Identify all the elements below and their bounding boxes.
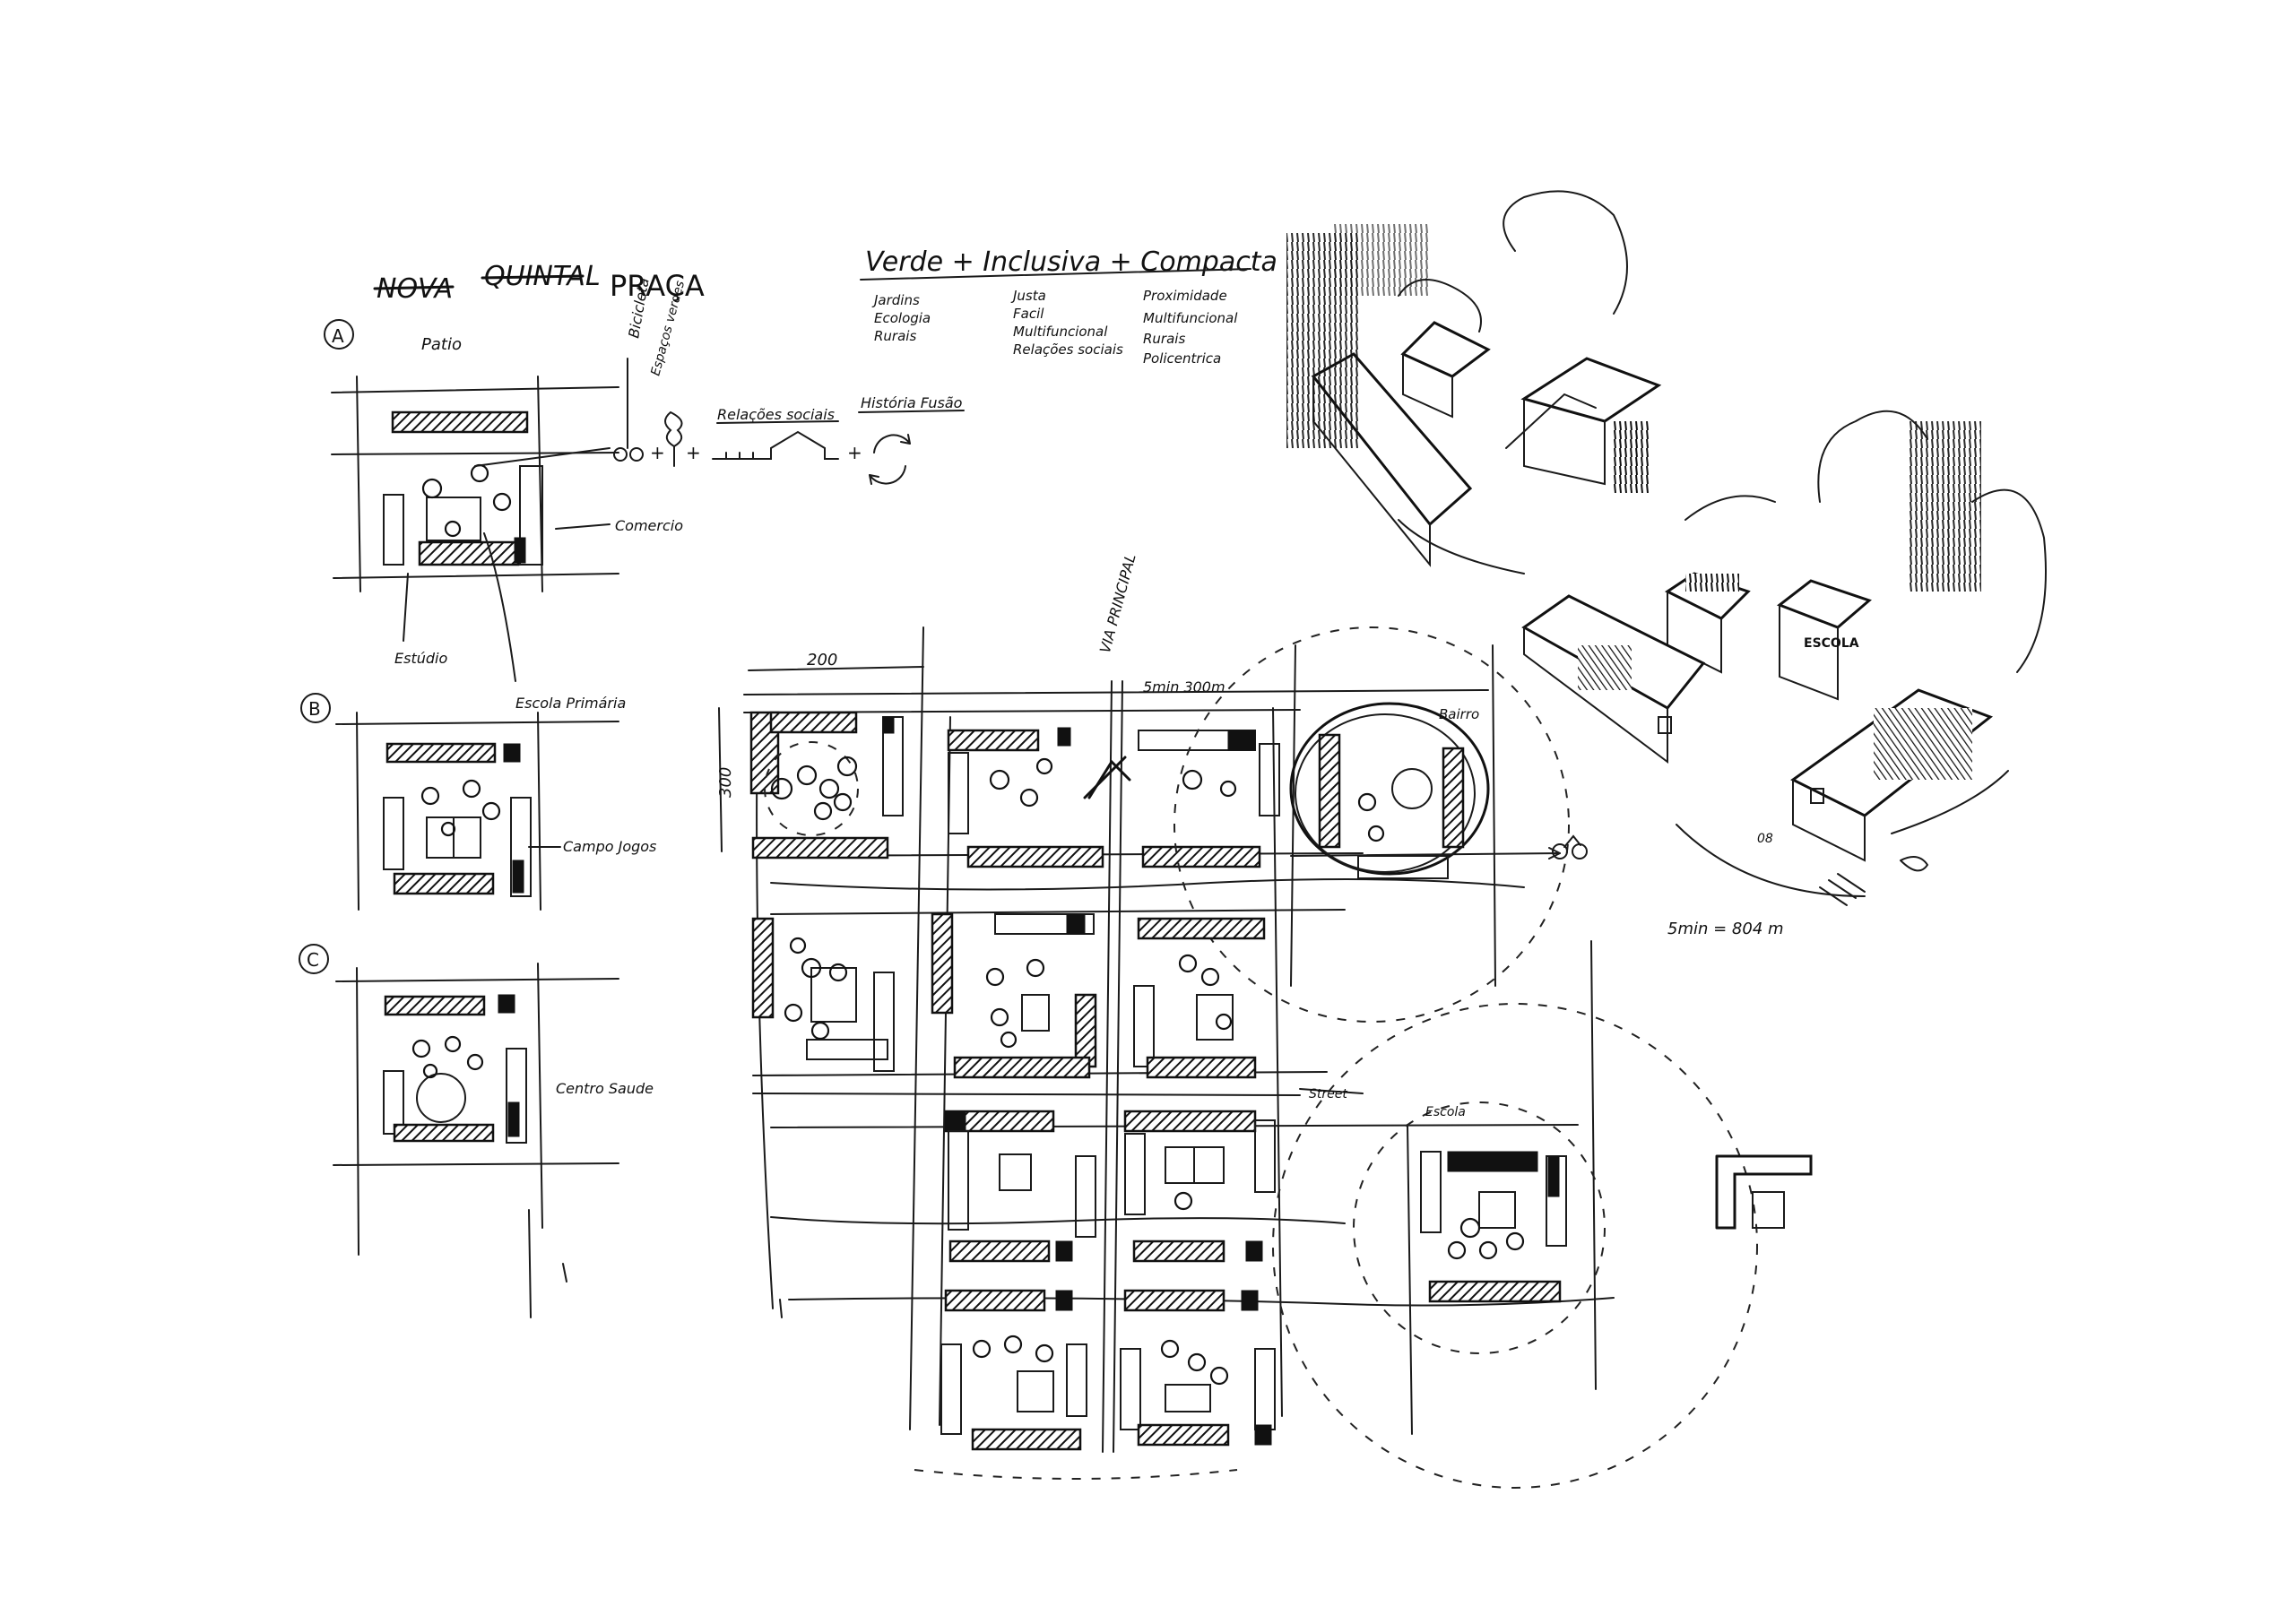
label-escola-block: Escola: [1425, 1105, 1466, 1119]
diagram-a-marker: A: [332, 325, 344, 347]
title-praca: PRAÇA: [610, 269, 705, 303]
perspective-top: [1286, 190, 1662, 574]
concept-col2-1: Facil: [1013, 306, 1044, 322]
dim-200: 200: [807, 651, 837, 669]
svg-text:+: +: [650, 442, 665, 463]
concept-col3-3: Policentrica: [1143, 350, 1221, 367]
label-5min-804: 5min = 804 m: [1667, 920, 1784, 938]
label-escola-perspective: ESCOLA: [1804, 636, 1859, 651]
diagram-b-marker: B: [308, 698, 321, 720]
label-comercio: Comercio: [615, 517, 683, 534]
title-group: NOVA QUINTAL PRAÇA: [373, 261, 705, 305]
masterplan: 200 300 VIA PRINCIPAL 5min 300m: [716, 552, 1813, 1489]
label-bairro: Bairro: [1439, 706, 1479, 722]
concept-col1-0: Jardins: [871, 292, 920, 308]
concept-col1-2: Rurais: [874, 328, 916, 344]
concept-col3-0: Proximidade: [1143, 288, 1227, 304]
diagram-c: C Centro Saude: [299, 944, 654, 1256]
label-relacoes: Relações sociais: [717, 406, 835, 423]
label-centro-saude: Centro Saude: [556, 1080, 654, 1097]
concept-col2-2: Multifuncional: [1013, 324, 1108, 340]
label-campo-jogos: Campo Jogos: [563, 838, 656, 855]
svg-text:+: +: [686, 442, 701, 463]
concept-heading: Verde + Inclusiva + Compacta: [865, 246, 1277, 278]
svg-text:+: +: [847, 442, 862, 463]
diagram-a: A Patio Comercio Estúdio Bicicleta Espaç…: [324, 277, 965, 682]
concept-col3-1: Multifuncional: [1143, 310, 1238, 326]
dim-300: 300: [716, 767, 735, 798]
concept-col2-3: Relações sociais: [1013, 341, 1123, 358]
label-08: 08: [1757, 832, 1773, 846]
diagram-c-marker: C: [307, 949, 319, 971]
concept-col1-1: Ecologia: [874, 310, 931, 326]
label-street: Street: [1309, 1087, 1347, 1101]
label-patio: Patio: [421, 335, 462, 354]
perspective-right: ESCOLA 08: [1521, 410, 2047, 906]
diagram-b: B Escola Primária Campo Jogos: [300, 693, 656, 911]
label-via-principal: VIA PRINCIPAL: [1096, 552, 1139, 655]
label-historia: História Fusão: [861, 394, 963, 411]
label-escola-primaria: Escola Primária: [515, 695, 626, 712]
concept-col2-0: Justa: [1010, 288, 1046, 304]
label-estudio: Estúdio: [394, 650, 447, 667]
concept-block: Verde + Inclusiva + Compacta Jardins Eco…: [860, 246, 1277, 367]
concept-col3-2: Rurais: [1143, 331, 1185, 347]
